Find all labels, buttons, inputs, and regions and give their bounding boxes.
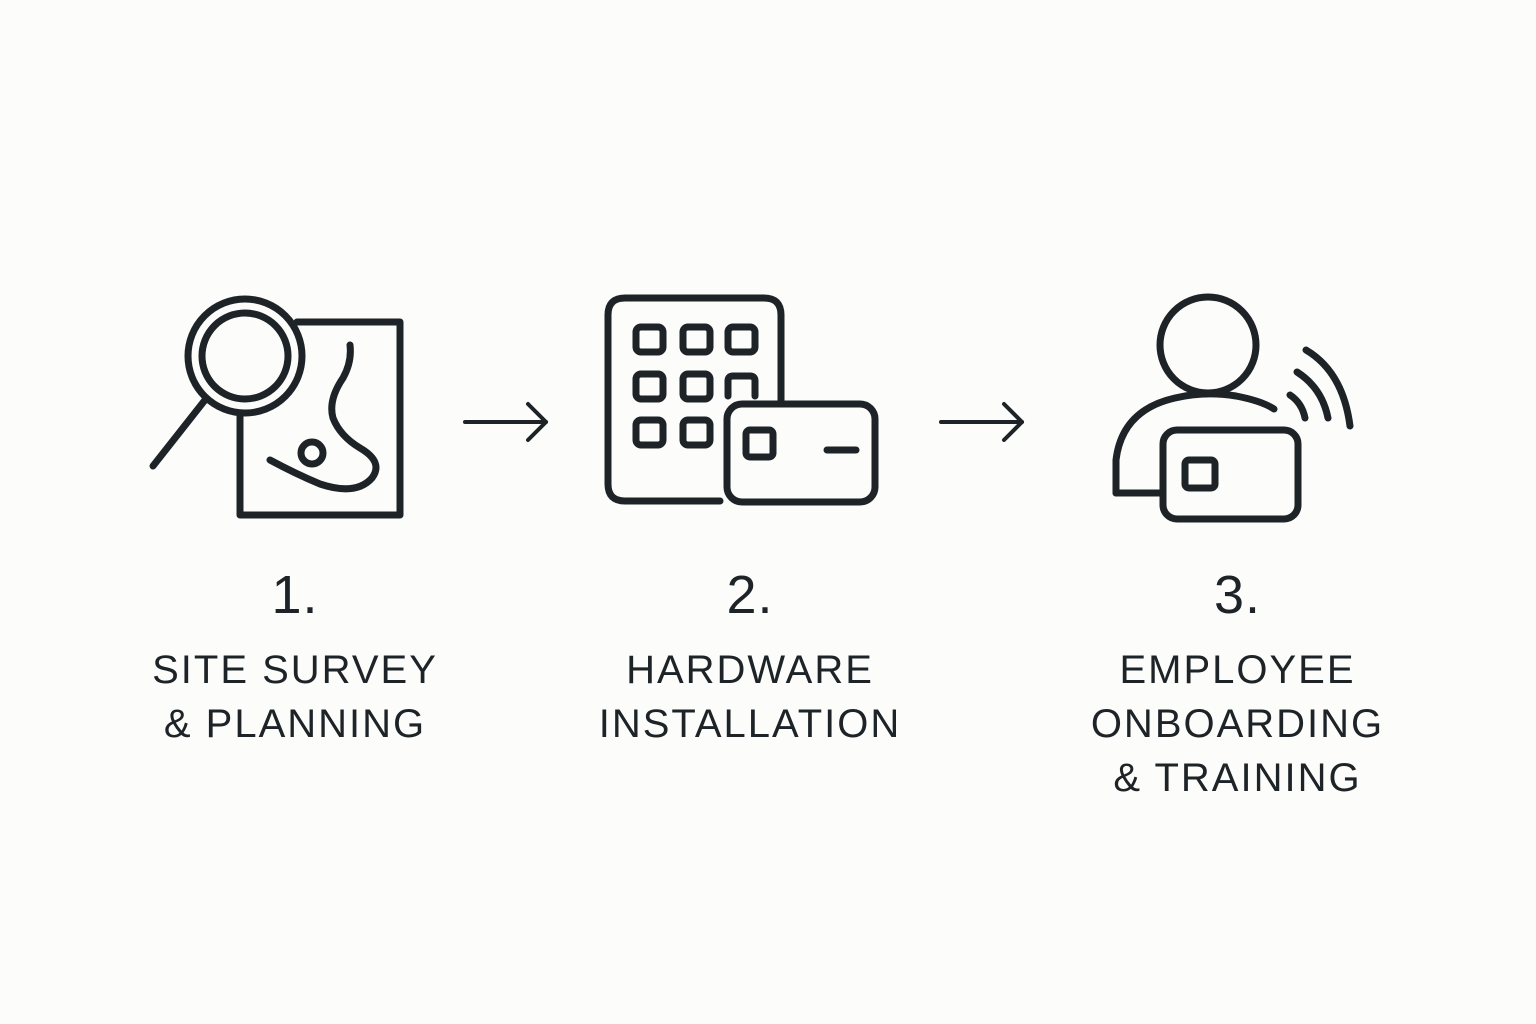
step-label-line: INSTALLATION bbox=[598, 702, 902, 746]
magnifier-over-map-icon bbox=[149, 295, 404, 519]
step-label-line: SITE SURVEY bbox=[152, 648, 438, 692]
step-number: 1. bbox=[271, 565, 319, 625]
right-arrow-icon bbox=[939, 402, 1024, 442]
step-3: 3. EMPLOYEE ONBOARDING & TRAINING bbox=[1060, 565, 1415, 805]
person-with-wireless-badge-icon bbox=[1112, 293, 1354, 523]
right-arrow-icon bbox=[463, 402, 548, 442]
step-label: SITE SURVEY & PLANNING bbox=[125, 643, 465, 751]
step-label-line: ONBOARDING bbox=[1090, 702, 1385, 746]
step-label-line: & TRAINING bbox=[1113, 756, 1362, 800]
keypad-and-access-card-icon bbox=[604, 294, 879, 506]
step-label: HARDWARE INSTALLATION bbox=[570, 643, 930, 751]
step-label: EMPLOYEE ONBOARDING & TRAINING bbox=[1060, 643, 1415, 805]
step-2: 2. HARDWARE INSTALLATION bbox=[570, 565, 930, 751]
step-label-line: & PLANNING bbox=[163, 702, 427, 746]
step-1: 1. SITE SURVEY & PLANNING bbox=[125, 565, 465, 751]
step-label-line: HARDWARE bbox=[626, 648, 874, 692]
step-number: 3. bbox=[1213, 565, 1262, 625]
step-label-line: EMPLOYEE bbox=[1119, 648, 1356, 692]
step-number: 2. bbox=[726, 565, 774, 625]
